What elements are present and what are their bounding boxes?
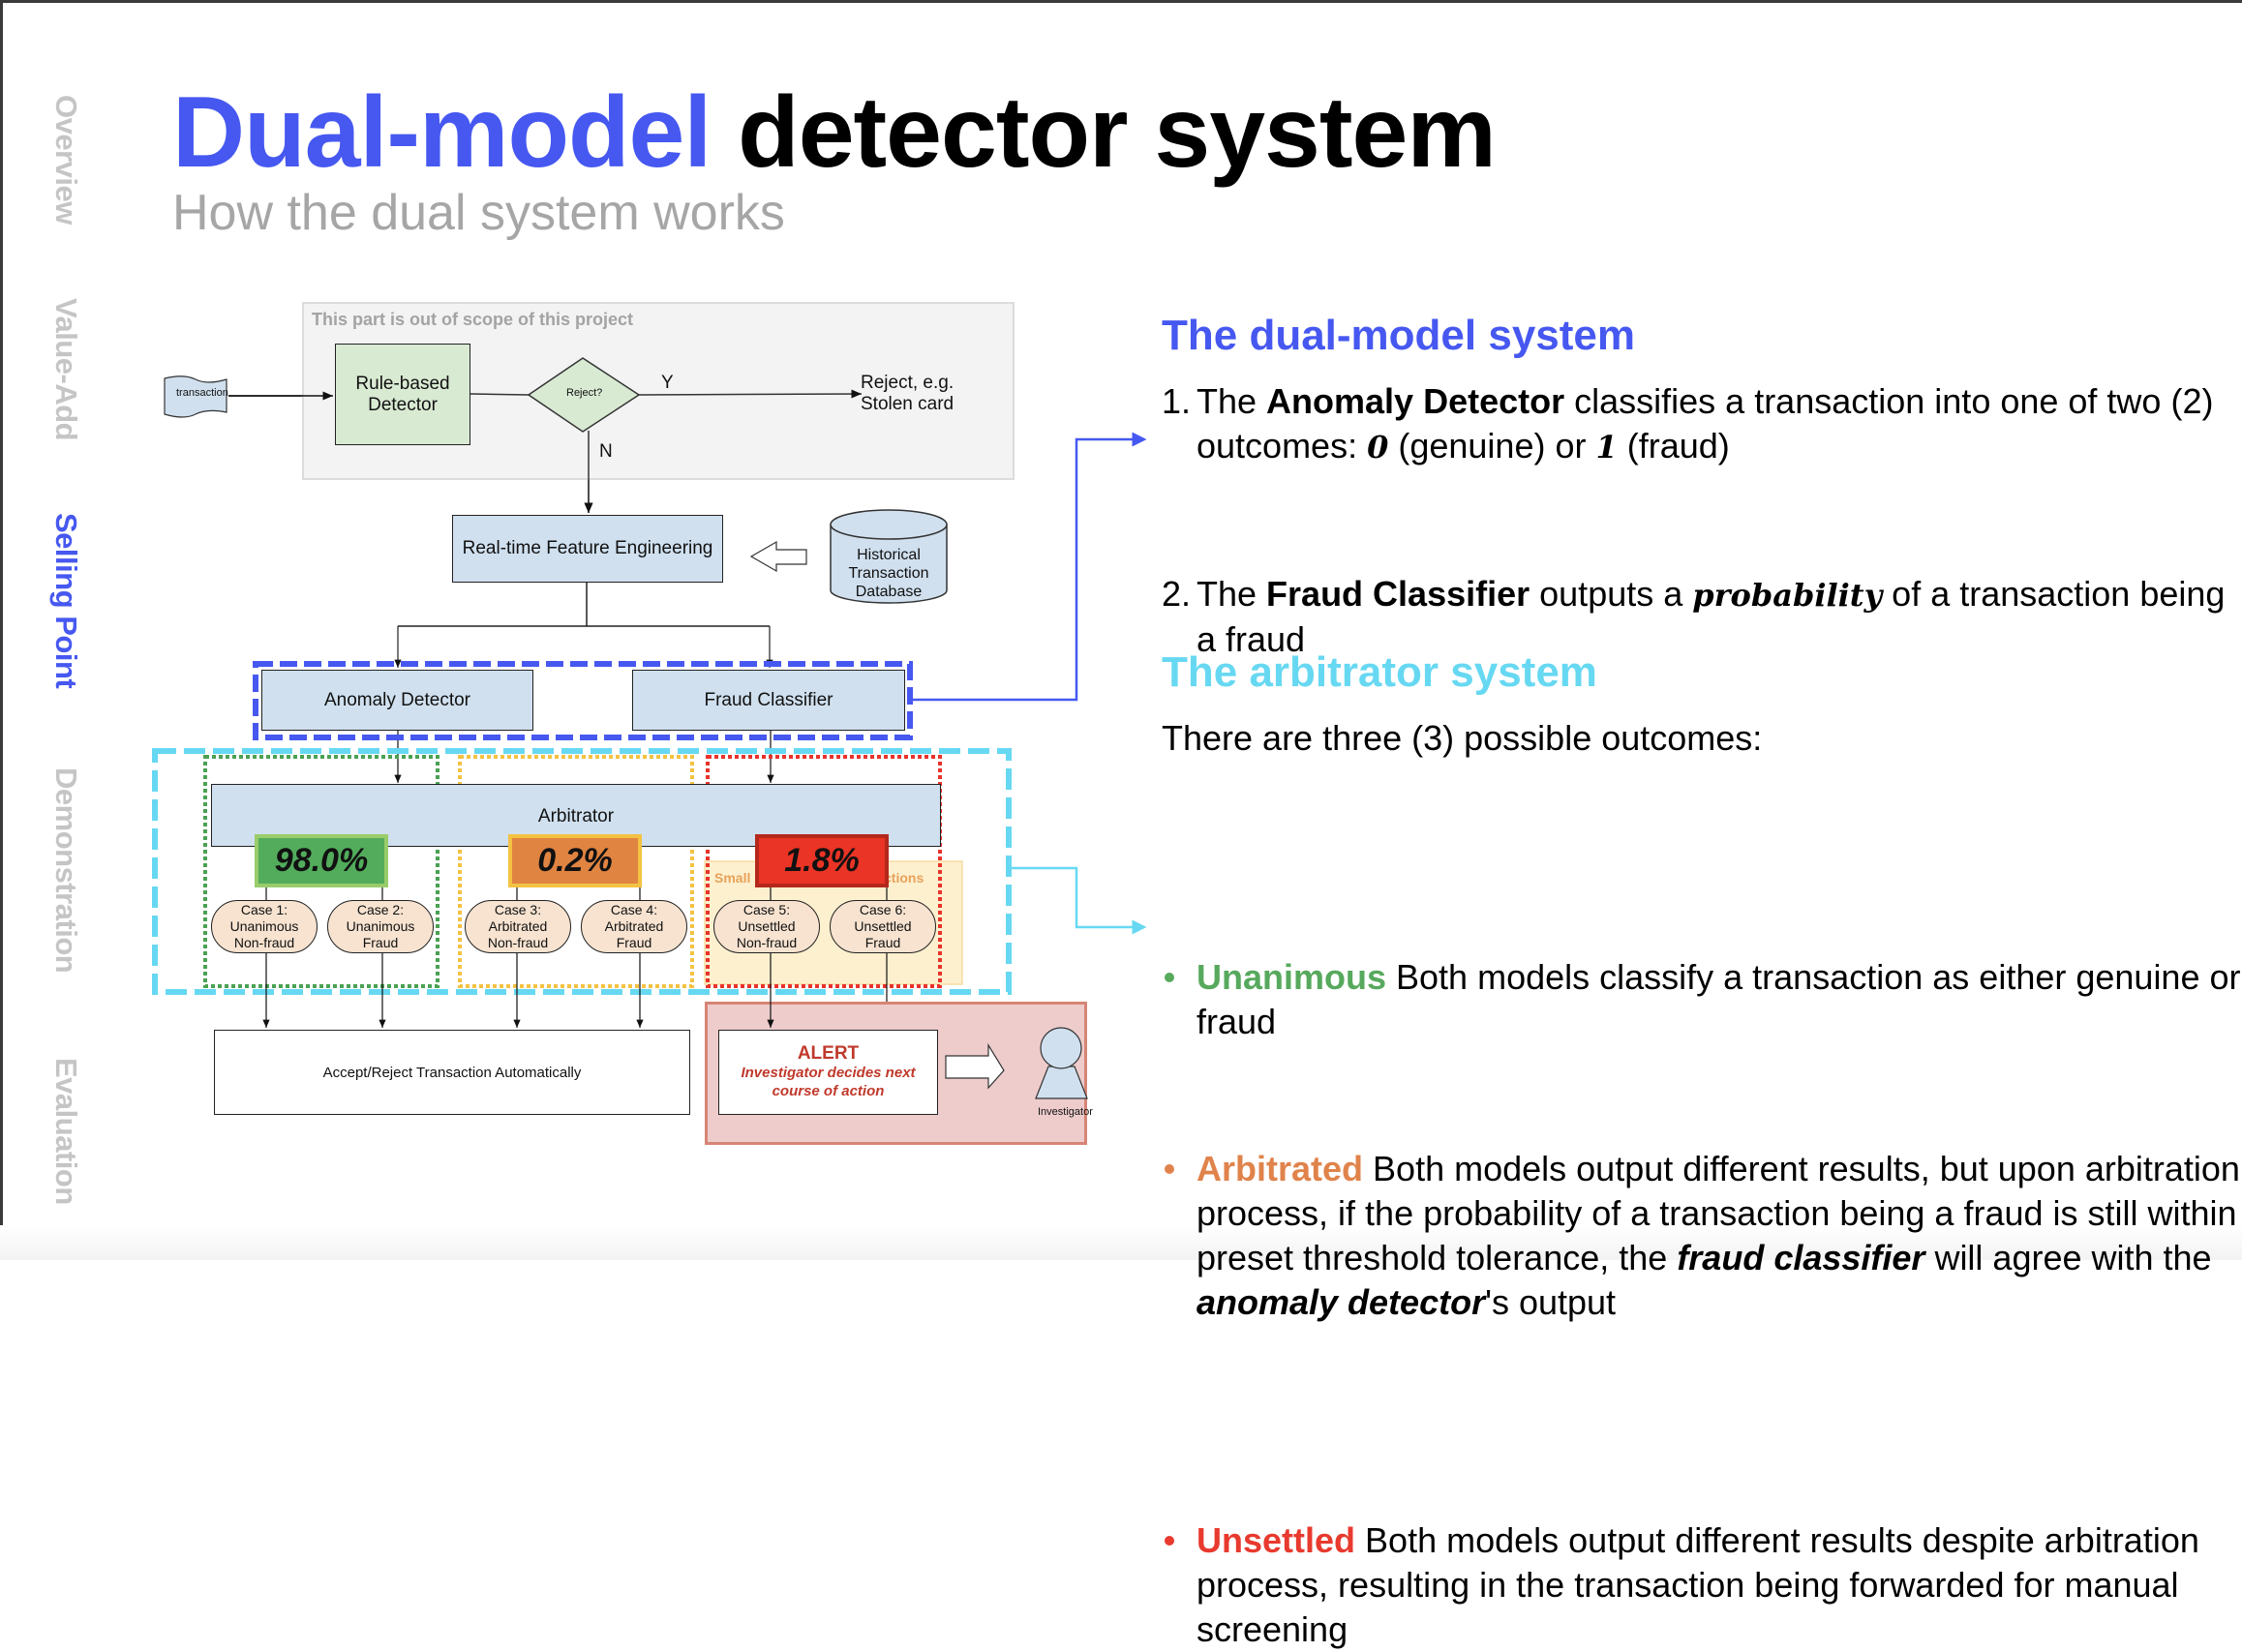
yes-label: Y: [661, 373, 674, 393]
group-arbitrated-box: [458, 755, 694, 988]
transaction-document-icon: [164, 375, 227, 418]
arbitrator-heading: The arbitrator system: [1162, 648, 1597, 696]
arbitrator-connector: [1011, 866, 1147, 935]
title-accent: Dual-model: [172, 76, 712, 189]
page-subtitle: How the dual system works: [172, 185, 785, 241]
database-label-line2: Transaction: [848, 565, 929, 582]
rule-based-detector-label: Rule-based Detector: [355, 373, 450, 415]
investigator-label: Investigator: [1038, 1106, 1093, 1118]
group-unsettled-box: [706, 755, 942, 988]
arbitrator-intro: There are three (3) possible outcomes:: [1162, 718, 1763, 758]
dual-model-section: The dual-model system 1. The Anomaly Det…: [0, 0, 2242, 659]
db-to-fe-arrow: [749, 540, 807, 573]
window-frame-top: [0, 0, 2242, 3]
percent-unanimous: 98.0%: [255, 834, 388, 887]
bullet-icon: [1165, 1536, 1174, 1546]
fraud-classifier-node: Fraud Classifier: [632, 670, 905, 731]
database-label-line3: Database: [855, 584, 923, 600]
alert-sub-line2: course of action: [772, 1083, 885, 1099]
percent-arbitrated: 0.2%: [508, 834, 642, 887]
dual-model-connector: [912, 432, 1147, 702]
auto-action-node: Accept/Reject Transaction Automatically: [214, 1030, 690, 1115]
dual-model-item-2: 2. The Fraud Classifier outputs a probab…: [1162, 574, 2226, 659]
alert-node: ALERT Investigator decides next course o…: [718, 1030, 938, 1115]
database-cylinder-icon: [830, 509, 948, 604]
no-label: N: [599, 441, 613, 462]
group-unanimous-box: [203, 755, 439, 988]
bullet-icon: [1165, 1164, 1174, 1174]
feature-engineering-node: Real-time Feature Engineering: [452, 515, 723, 583]
database-label: Historical Transaction Database: [831, 546, 947, 601]
alert-sub-line1: Investigator decides next: [741, 1065, 916, 1082]
out-of-scope-label: This part is out of scope of this projec…: [312, 310, 634, 329]
anomaly-detector-node: Anomaly Detector: [261, 670, 533, 731]
reject-label-line2: Stolen card: [861, 394, 954, 414]
title-rest: detector system: [738, 76, 1497, 189]
arbitrator-highlight-box: [152, 748, 1012, 995]
outcome-arbitrated: Arbitrated Both models output different …: [1162, 1147, 2242, 1325]
page-title: Dual-model detector system: [172, 75, 1497, 191]
dual-model-item-1: 1. The Anomaly Detector classifies a tra…: [1162, 381, 2214, 466]
database-label-line1: Historical: [857, 547, 921, 563]
alert-title: ALERT: [797, 1043, 860, 1065]
window-frame-left: [0, 0, 3, 1260]
percent-unsettled: 1.8%: [755, 834, 889, 887]
bullet-icon: [1165, 973, 1174, 982]
transaction-label: transaction: [176, 387, 228, 399]
bottom-fade: [0, 1225, 2242, 1260]
dual-model-heading: The dual-model system: [1162, 312, 1636, 359]
models-highlight-box: [253, 661, 913, 740]
decision-label: Reject?: [566, 387, 603, 399]
outcome-unanimous: Unanimous Both models classify a transac…: [1162, 955, 2242, 1044]
rule-based-detector-node: Rule-based Detector: [335, 344, 470, 445]
reject-label-line1: Reject, e.g.: [861, 373, 954, 393]
outcome-unsettled: Unsettled Both models output different r…: [1162, 1518, 2242, 1652]
